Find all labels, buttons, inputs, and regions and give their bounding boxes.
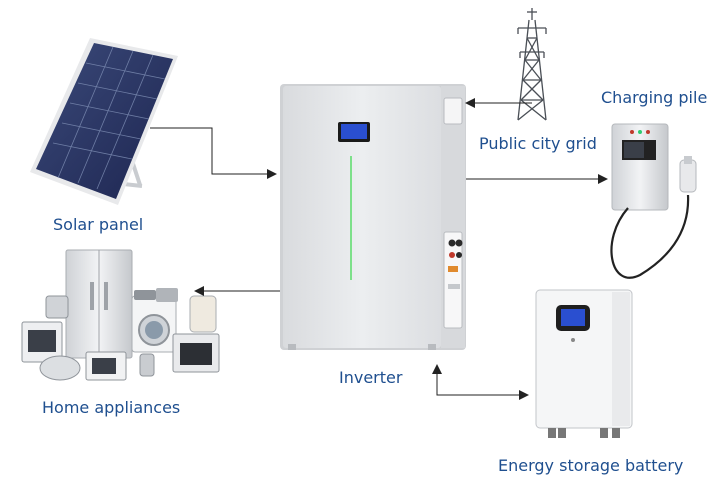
- label-charging-pile: Charging pile: [601, 88, 708, 107]
- label-public-city-grid: Public city grid: [479, 134, 597, 153]
- label-inverter: Inverter: [339, 368, 403, 387]
- arrow-battery-link-2: [436, 390, 529, 400]
- label-home-appliances: Home appliances: [42, 398, 181, 417]
- label-energy-storage-battery: Energy storage battery: [498, 456, 684, 475]
- label-solar-panel: Solar panel: [53, 215, 144, 234]
- solar-panel-icon: [30, 38, 178, 205]
- appliances-icon: [21, 249, 220, 381]
- flow-arrows: [150, 98, 608, 400]
- inverter-unit: [280, 84, 466, 350]
- ev-charger-icon: [610, 123, 697, 279]
- transmission-tower-icon: [517, 8, 547, 121]
- arrow-solar-to-inverter: [150, 127, 277, 179]
- battery-cabinet-icon: [535, 289, 633, 438]
